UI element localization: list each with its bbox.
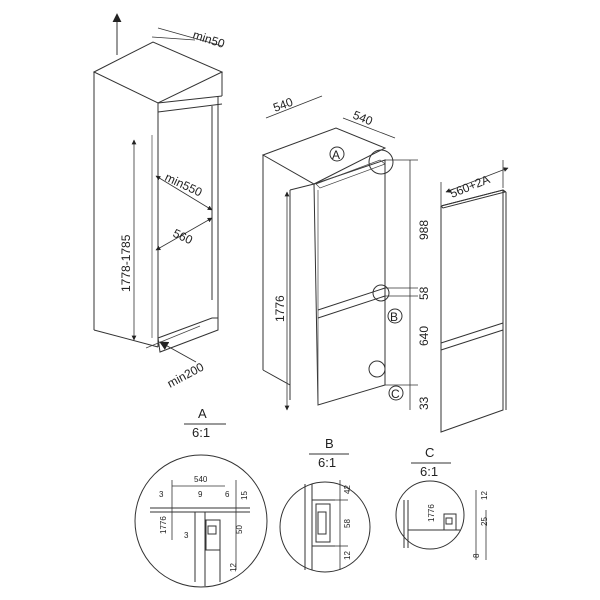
detail-a-view: [134, 454, 268, 588]
detail-b-label-12: 12: [343, 551, 352, 560]
marker-b-circle: [387, 308, 403, 324]
cabinet-min-top: min50: [191, 28, 227, 52]
fridge-width-dim: [342, 117, 396, 139]
fridge-gap: 58: [417, 286, 431, 300]
detail-c-scale: 6:1: [420, 464, 438, 479]
detail-c-label-8: 8: [472, 553, 481, 558]
fridge-bottom-gap: 33: [417, 396, 431, 410]
door-panel-width: 560+2A: [448, 172, 492, 201]
marker-c-circle: [388, 385, 404, 401]
ventilation-in-arrow: [159, 341, 197, 363]
detail-a-label-12: 12: [229, 563, 238, 572]
fridge-upper-height: 988: [417, 220, 431, 240]
detail-a-label-15: 15: [240, 491, 249, 500]
cabinet-min-vent: min200: [165, 360, 207, 391]
detail-b-label-42: 42: [343, 485, 352, 494]
detail-a-label-50: 50: [235, 525, 244, 534]
detail-c-label-1776: 1776: [427, 504, 436, 522]
detail-c-circle: [368, 360, 386, 378]
marker-a-circle: [329, 146, 345, 162]
fridge-width: 540: [351, 108, 375, 129]
detail-a-label-9: 9: [198, 490, 203, 499]
detail-a-scale: 6:1: [192, 425, 210, 440]
detail-b-label-58: 58: [343, 519, 352, 528]
detail-a-label-6: 6: [225, 490, 230, 499]
detail-a-label-3: 3: [159, 490, 164, 499]
fridge-appliance: [261, 127, 387, 406]
detail-b-circle: [372, 284, 390, 302]
fridge-height: 1776: [273, 295, 287, 322]
cabinet-height: 1778-1785: [119, 234, 133, 292]
detail-b-view: [279, 480, 371, 573]
detail-c-view: [395, 480, 487, 560]
cabinet-min-depth: min550: [163, 170, 205, 199]
marker-b-label: B: [390, 310, 398, 324]
fridge-lower-height: 640: [417, 326, 431, 346]
detail-b-scale: 6:1: [318, 455, 336, 470]
detail-a-circle: [368, 149, 394, 175]
decor-door-panel: [440, 189, 507, 433]
cabinet-width: 560: [171, 226, 195, 247]
fridge-depth: 540: [271, 95, 295, 115]
fridge-depth-dim: [265, 95, 323, 119]
marker-a-label: A: [332, 148, 340, 162]
cabinet-niche: [92, 13, 224, 363]
detail-a-label-540: 540: [194, 475, 208, 484]
detail-a-title: A: [198, 406, 207, 421]
detail-c-label-25: 25: [480, 517, 489, 526]
detail-c-title: C: [425, 445, 434, 460]
marker-c-label: C: [391, 387, 400, 401]
detail-b-title: B: [325, 436, 334, 451]
detail-a-label-3b: 3: [184, 531, 189, 540]
detail-c-label-12: 12: [480, 491, 489, 500]
detail-a-label-1776: 1776: [159, 516, 168, 534]
